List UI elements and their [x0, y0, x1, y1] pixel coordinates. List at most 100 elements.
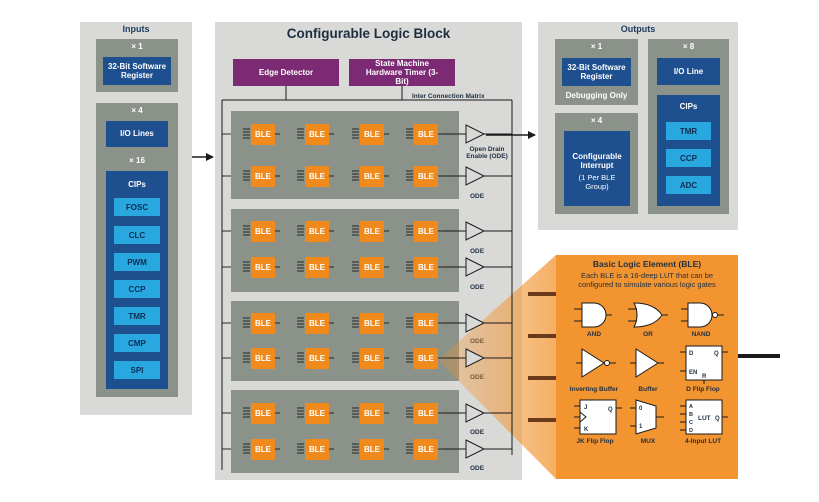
d-flip-flop-icon: [680, 345, 728, 384]
input-cips-mult: × 16: [129, 156, 145, 165]
ode-buffer-icon: [465, 166, 486, 186]
ble-block: BLE: [305, 403, 329, 424]
ble-block: BLE: [305, 124, 329, 145]
ble-block: BLE: [414, 439, 438, 460]
clb-left-bus: [221, 86, 513, 470]
ode-buffer-icon: [465, 257, 486, 277]
output-interrupt-label: Configurable Interrupt: [572, 152, 622, 171]
ode-label: ODE: [469, 429, 485, 436]
output-software-register: 32-Bit Software Register: [562, 58, 631, 86]
output-io-mult: × 8: [682, 42, 695, 51]
output-interrupt-box: [564, 131, 630, 206]
state-machine-timer: State Machine Hardware Timer (3-Bit): [349, 59, 455, 86]
output-interrupt-sub: (1 Per BLE Group): [578, 173, 616, 191]
ble-block: BLE: [414, 348, 438, 369]
ble-block: BLE: [414, 313, 438, 334]
input-cip-fosc: FOSC: [114, 198, 160, 216]
inverting-buffer-icon: [576, 348, 616, 378]
lut-icon: [680, 399, 728, 435]
lut-pin-q: Q: [715, 416, 720, 422]
ble-block: BLE: [414, 124, 438, 145]
ble-block: BLE: [251, 221, 275, 242]
ode-label: ODE: [469, 465, 485, 472]
outputs-title: Outputs: [620, 24, 656, 34]
input-register-mult: × 1: [131, 42, 143, 51]
ble-block: BLE: [251, 313, 275, 334]
output-cips-title: CIPs: [679, 102, 698, 111]
gate-label-and: AND: [586, 331, 602, 338]
gate-label-mux: MUX: [640, 438, 656, 445]
gate-label-or: OR: [643, 331, 653, 338]
gate-label-nand: NAND: [691, 331, 711, 338]
jk-pin-k: K: [584, 427, 589, 433]
ble-block: BLE: [305, 166, 329, 187]
dff-pin-en: EN: [689, 370, 697, 376]
ble-detail-title: Basic Logic Element (BLE): [592, 259, 702, 269]
ble-block: BLE: [360, 257, 384, 278]
dff-pin-r: R: [702, 374, 707, 380]
jk-flip-flop-icon: [574, 399, 622, 435]
jk-pin-q: Q: [608, 407, 613, 413]
ble-block: BLE: [251, 348, 275, 369]
dff-pin-d: D: [689, 351, 694, 357]
gate-label-d-flip-flop: D Flip Flop: [686, 386, 720, 393]
output-interrupt-mult: × 4: [590, 116, 603, 125]
ble-block: BLE: [360, 348, 384, 369]
ble-block: BLE: [251, 439, 275, 460]
ode-label: ODE: [469, 193, 485, 200]
ble-detail-connectors: [528, 292, 556, 422]
ode-label: ODE: [469, 248, 485, 255]
gate-label-inverting-buffer: Inverting Buffer: [569, 386, 619, 393]
output-cip-adc: ADC: [666, 176, 711, 194]
mux-icon: [630, 399, 664, 435]
ble-block: BLE: [251, 257, 275, 278]
inter-connection-matrix-label: Inter Connection Matrix: [412, 93, 485, 100]
ode-label: ODE: [469, 284, 485, 291]
or-gate-icon: [628, 302, 668, 328]
ble-block: BLE: [251, 403, 275, 424]
ble-stubs: [222, 128, 512, 454]
ble-block: BLE: [305, 348, 329, 369]
jk-pin-j: J: [584, 405, 587, 411]
ode-buffer-icon: [465, 403, 486, 423]
output-cip-tmr: TMR: [666, 122, 711, 140]
ode-buffer-icon: [465, 221, 486, 241]
output-register-note: Debugging Only: [565, 91, 628, 100]
ble-block: BLE: [360, 403, 384, 424]
ode-buffer-icon: [465, 313, 486, 333]
ble-block: BLE: [414, 257, 438, 278]
ble-block: BLE: [360, 221, 384, 242]
buffer-icon: [630, 348, 664, 378]
ble-block: BLE: [305, 257, 329, 278]
input-cip-spi: SPI: [114, 361, 160, 379]
output-cip-ccp: CCP: [666, 149, 711, 167]
ode-buffer-icon: [465, 348, 486, 368]
mux-pin-1: 1: [639, 424, 643, 430]
input-io-lines: I/O Lines: [106, 121, 168, 147]
ble-block: BLE: [251, 166, 275, 187]
gate-label-4-input-lut: 4-Input LUT: [684, 438, 722, 445]
gate-label-jk-flip-flop: JK Flip Flop: [576, 438, 614, 445]
and-gate-icon: [574, 302, 612, 328]
output-register-mult: × 1: [590, 42, 603, 51]
ble-block: BLE: [305, 221, 329, 242]
zoom-beam: [438, 255, 556, 479]
input-cip-pwm: PWM: [114, 253, 160, 271]
lut-pin-a: A: [689, 404, 693, 410]
ble-detail-desc: Each BLE is a 16-deep LUT that can be co…: [578, 271, 716, 289]
ode-buffer-icon: [465, 439, 486, 459]
gate-label-buffer: Buffer: [638, 386, 658, 393]
input-io-mult: × 4: [131, 106, 143, 115]
ble-block: BLE: [414, 166, 438, 187]
input-cip-cmp: CMP: [114, 334, 160, 352]
ble-block: BLE: [360, 313, 384, 334]
ble-block: BLE: [251, 124, 275, 145]
input-cip-tmr: TMR: [114, 307, 160, 325]
lut-label: LUT: [698, 415, 711, 422]
edge-detector: Edge Detector: [233, 59, 339, 86]
lut-pin-d: D: [689, 428, 693, 434]
ble-block: BLE: [305, 313, 329, 334]
input-cip-clc: CLC: [114, 226, 160, 244]
ode-buffers: [465, 124, 486, 459]
